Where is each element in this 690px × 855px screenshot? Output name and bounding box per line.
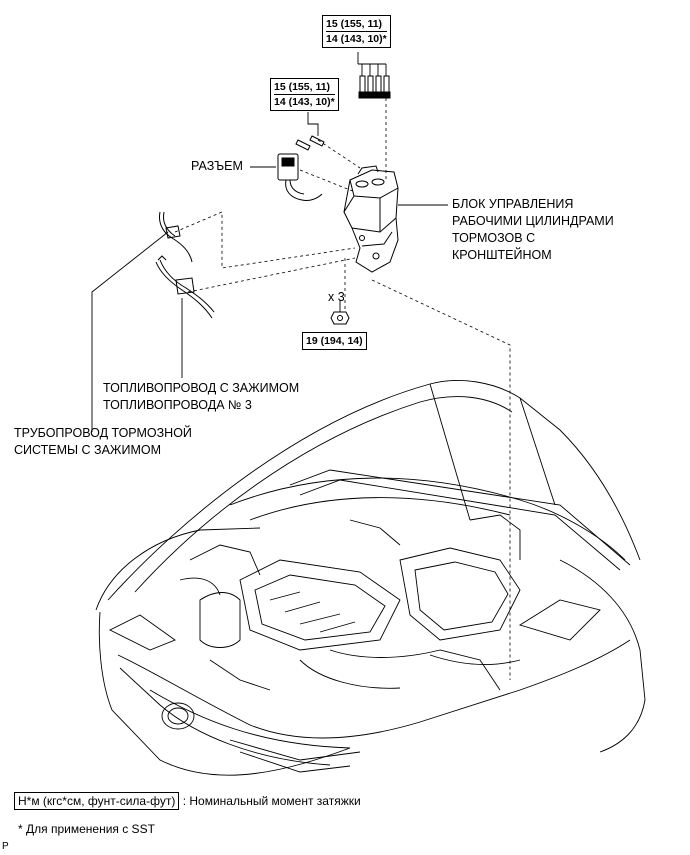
legend-unit-box: Н*м (кгс*см, фунт-сила-фут) (14, 792, 180, 810)
fuel-pipe-label-line: ТОПЛИВОПРОВОД С ЗАЖИМОМ (103, 381, 300, 395)
torque-value-sst: 14 (143, 10)* (326, 31, 387, 45)
torque-value: 15 (155, 11) (274, 81, 331, 93)
brake-pipe-label: ТРУБОПРОВОД ТОРМОЗНОЙ СИСТЕМЫ С ЗАЖИМОМ (14, 425, 192, 459)
torque-value: 19 (194, 14) (306, 335, 363, 347)
dashed-leaders (174, 98, 511, 680)
torque-spec-top-bolts: 15 (155, 11) 14 (143, 10)* (322, 15, 391, 48)
legend-sst-note: * Для применения с SST (18, 822, 155, 836)
nut-part (330, 311, 350, 325)
vehicle-engine-bay (95, 380, 646, 776)
brake-pipe-part (159, 211, 193, 263)
small-bolts (295, 135, 325, 151)
torque-spec-nut: 19 (194, 14) (302, 332, 367, 350)
connector-part (277, 153, 323, 201)
brake-actuator-part (343, 165, 399, 273)
actuator-label: БЛОК УПРАВЛЕНИЯ РАБОЧИМИ ЦИЛИНДРАМИ ТОРМ… (452, 196, 614, 264)
actuator-label-line: ТОРМОЗОВ С (452, 231, 536, 245)
quantity-label: x 3 (328, 290, 345, 304)
top-bolts (358, 75, 391, 99)
torque-value: 15 (155, 11) (326, 18, 383, 30)
brake-pipe-label-line: СИСТЕМЫ С ЗАЖИМОМ (14, 443, 162, 457)
legend-torque-units: Н*м (кгс*см, фунт-сила-фут) : Номинальны… (14, 792, 361, 810)
fuel-pipe-part (155, 255, 215, 319)
actuator-label-line: БЛОК УПРАВЛЕНИЯ (452, 197, 574, 211)
actuator-label-line: РАБОЧИМИ ЦИЛИНДРАМИ (452, 214, 614, 228)
corner-mark: P (2, 841, 9, 852)
legend-unit-description: : Номинальный момент затяжки (182, 794, 361, 808)
torque-spec-left-bolts: 15 (155, 11) 14 (143, 10)* (270, 78, 339, 111)
fuel-pipe-label-line: ТОПЛИВОПРОВОДА № 3 (103, 398, 252, 412)
solid-leaders (91, 52, 448, 432)
actuator-label-line: КРОНШТЕЙНОМ (452, 248, 552, 262)
torque-value-sst: 14 (143, 10)* (274, 94, 335, 108)
brake-pipe-label-line: ТРУБОПРОВОД ТОРМОЗНОЙ (14, 426, 192, 440)
connector-label: РАЗЪЕМ (191, 159, 243, 173)
fuel-pipe-label: ТОПЛИВОПРОВОД С ЗАЖИМОМ ТОПЛИВОПРОВОДА №… (103, 380, 299, 414)
